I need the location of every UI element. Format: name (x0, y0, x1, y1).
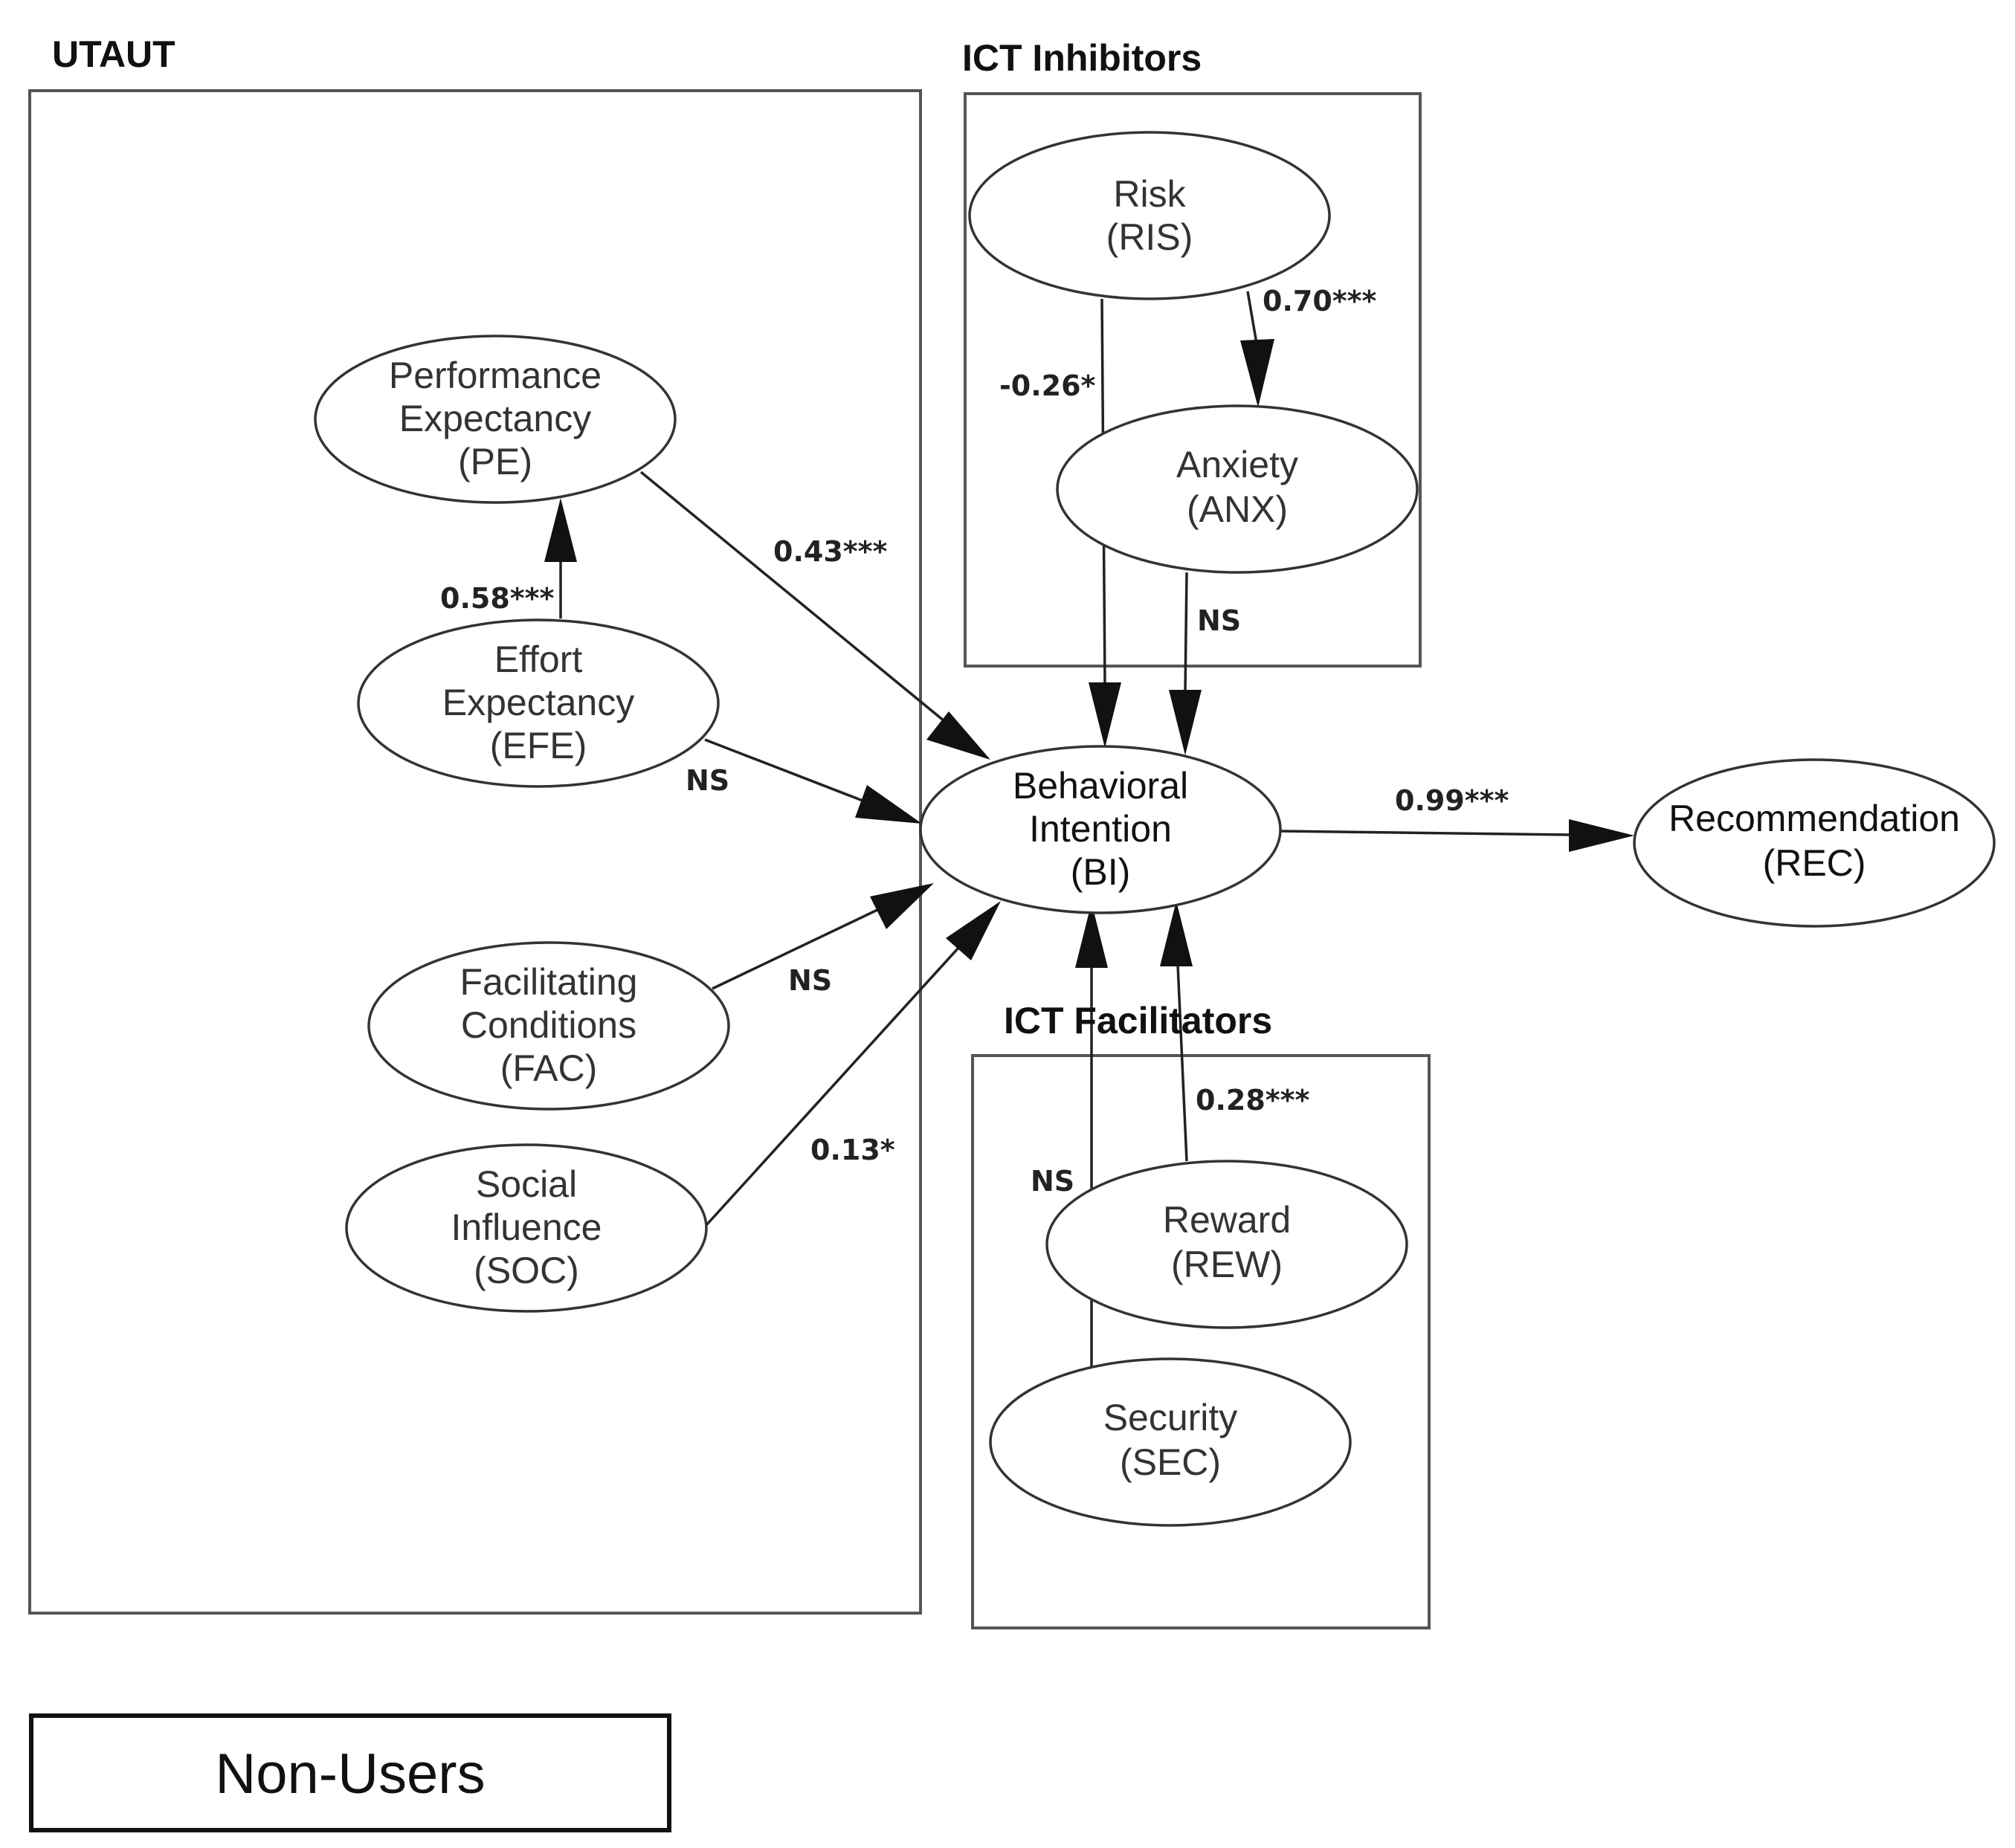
edge-pe-bi (639, 471, 946, 723)
edge-efe-bi (704, 738, 863, 802)
edge-label-efe-pe: 0.58*** (440, 582, 555, 615)
edge-label-anx-bi: NS (1197, 604, 1241, 637)
svg-text:(SOC): (SOC) (474, 1250, 579, 1291)
svg-text:Expectancy: Expectancy (399, 398, 591, 439)
edge-rew-bi (1176, 964, 1188, 1162)
ict-inhibitors-group-box (964, 92, 1422, 668)
edge-label-ris-anx: 0.70*** (1263, 285, 1377, 317)
edge-ris-anx (1246, 291, 1258, 344)
svg-text:Reward: Reward (1163, 1199, 1291, 1241)
ict-facilitators-group-box (971, 1054, 1431, 1629)
ict-facilitators-group-title: ICT Facilitators (1004, 1000, 1272, 1041)
svg-text:Effort: Effort (494, 639, 583, 680)
edge-soc-bi (705, 946, 961, 1227)
edge-rew-bi-arrowhead (1160, 901, 1193, 966)
svg-text:(REW): (REW) (1171, 1244, 1283, 1285)
edge-label-rew-bi: 0.28*** (1196, 1084, 1310, 1117)
svg-text:Social: Social (476, 1163, 577, 1205)
edge-label-efe-bi: NS (686, 764, 729, 797)
edge-pe-bi-arrowhead (926, 711, 990, 760)
edge-label-bi-rec: 0.99*** (1395, 784, 1509, 817)
svg-text:(RIS): (RIS) (1106, 216, 1193, 258)
svg-text:(PE): (PE) (458, 441, 532, 482)
utaut-group-title: UTAUT (52, 33, 175, 75)
edge-soc-bi-arrowhead (946, 901, 1001, 960)
svg-text:(EFE): (EFE) (490, 725, 587, 766)
svg-text:(BI): (BI) (1071, 851, 1131, 893)
svg-text:Non-Users: Non-Users (215, 1742, 485, 1806)
node-effort-expectancy: Effort Expectancy (EFE) (357, 618, 720, 788)
edge-bi-rec-arrowhead (1569, 819, 1634, 852)
svg-text:(FAC): (FAC) (500, 1047, 598, 1089)
edge-label-soc-bi: 0.13* (810, 1134, 895, 1166)
svg-text:(REC): (REC) (1763, 842, 1866, 884)
svg-text:Performance: Performance (389, 355, 602, 396)
node-anxiety: Anxiety (ANX) (1056, 404, 1419, 574)
edge-anx-bi-arrowhead (1169, 690, 1202, 755)
edge-label-sec-bi: NS (1031, 1165, 1074, 1198)
edge-efe-bi-arrowhead (855, 785, 922, 824)
svg-text:Conditions: Conditions (461, 1004, 636, 1046)
edge-ris-bi-arrowhead (1089, 682, 1121, 748)
edge-label-pe-bi: 0.43*** (773, 535, 888, 568)
svg-text:(SEC): (SEC) (1120, 1441, 1221, 1483)
node-facilitating-conditions: Facilitating Conditions (FAC) (367, 941, 730, 1111)
node-reward: Reward (REW) (1045, 1160, 1408, 1329)
node-security: Security (SEC) (989, 1357, 1352, 1527)
node-recommendation: Recommendation (REC) (1633, 758, 1996, 928)
svg-text:Recommendation: Recommendation (1669, 798, 1960, 839)
edge-efe-pe-arrowhead (544, 498, 577, 562)
svg-text:Influence: Influence (451, 1206, 602, 1248)
edge-sec-bi-arrowhead (1075, 902, 1108, 968)
node-risk: Risk (RIS) (968, 131, 1331, 300)
utaut-group-box (28, 89, 922, 1615)
svg-text:Facilitating: Facilitating (460, 961, 638, 1003)
edge-ris-anx-arrowhead (1240, 339, 1274, 407)
node-behavioral-intention: Behavioral Intention (BI) (919, 745, 1282, 914)
node-performance-expectancy: Performance Expectancy (PE) (314, 335, 677, 504)
edge-label-ris-bi: -0.26* (999, 369, 1096, 402)
node-social-influence: Social Influence (SOC) (345, 1143, 708, 1313)
svg-text:Risk: Risk (1113, 173, 1186, 215)
svg-text:Anxiety: Anxiety (1176, 444, 1298, 485)
svg-text:Expectancy: Expectancy (442, 682, 634, 723)
svg-text:(ANX): (ANX) (1187, 488, 1288, 530)
svg-text:Behavioral: Behavioral (1013, 765, 1188, 807)
svg-text:Security: Security (1103, 1397, 1238, 1438)
edge-anx-bi (1184, 572, 1188, 692)
legend-non-users: Non-Users (29, 1713, 671, 1832)
edge-label-fac-bi: NS (788, 964, 832, 997)
edge-bi-rec (1280, 830, 1571, 836)
svg-text:Intention: Intention (1029, 808, 1172, 850)
edge-fac-bi-arrowhead (870, 883, 934, 929)
ict-inhibitors-group-title: ICT Inhibitors (962, 37, 1202, 79)
edge-fac-bi (712, 908, 878, 990)
